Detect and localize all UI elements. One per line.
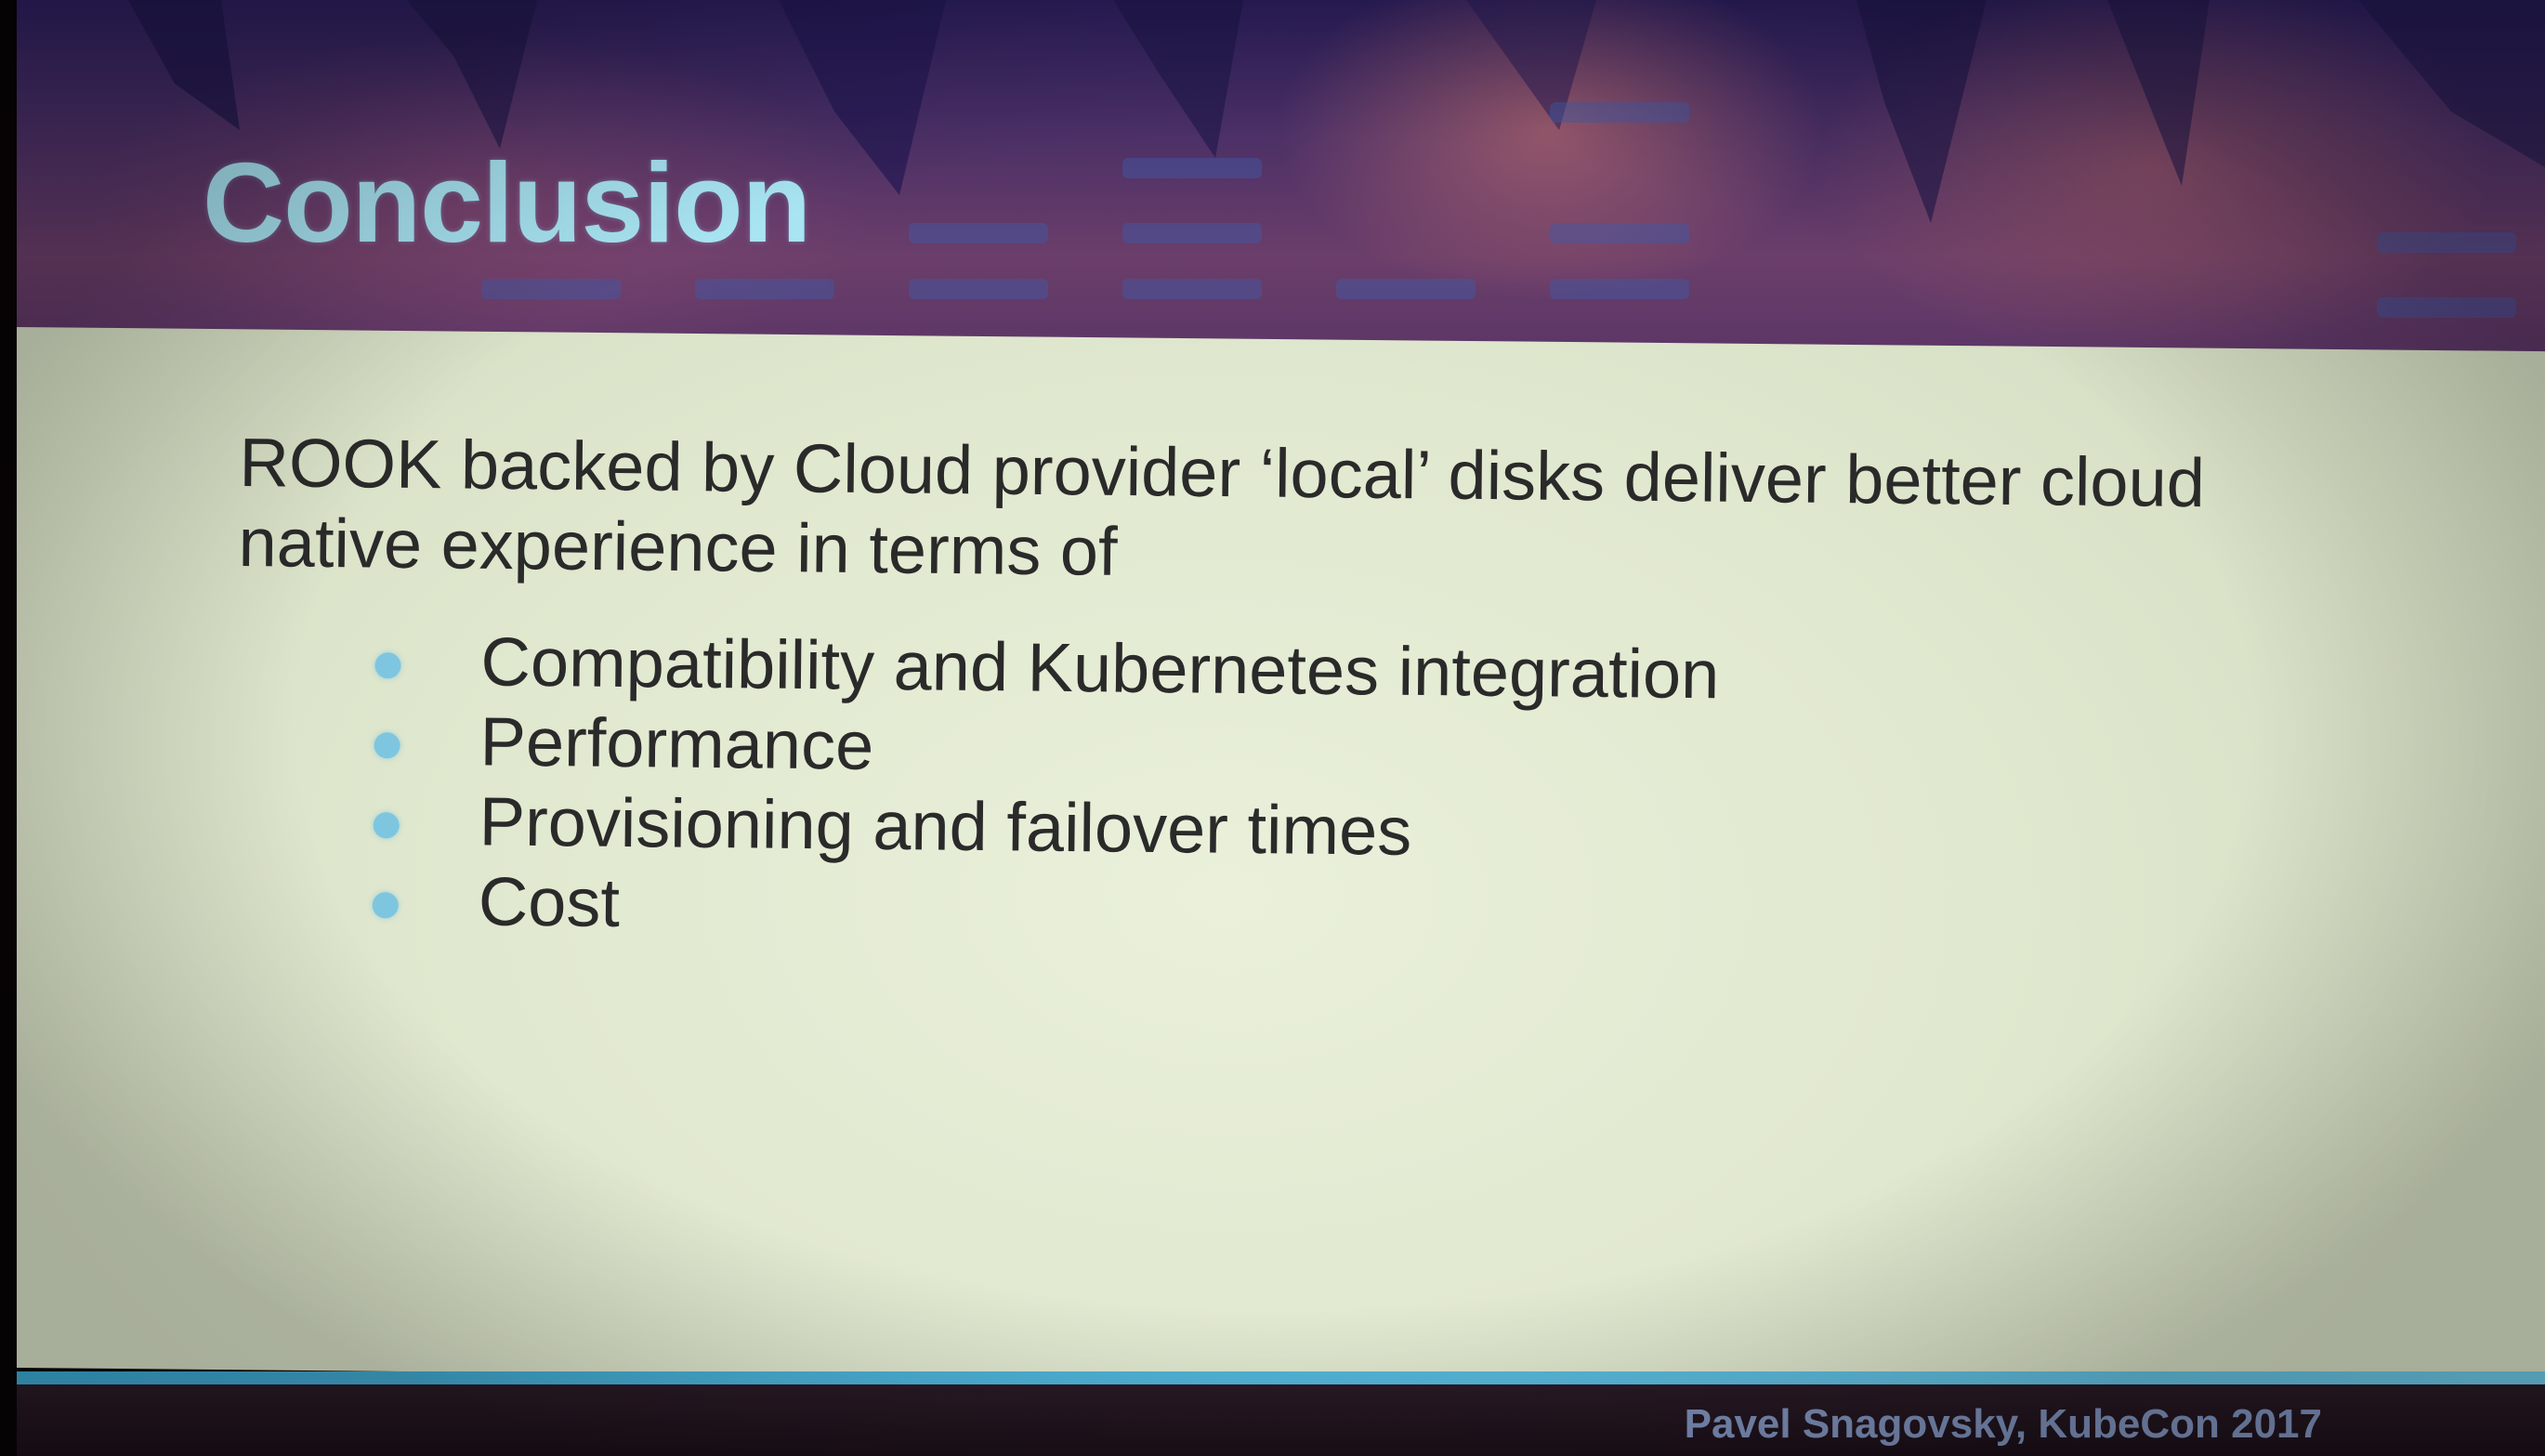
bullet-text: Provisioning and failover times [479,782,1412,870]
slide-footer-band [17,1384,2545,1456]
slide-accent-line [17,1371,2545,1384]
bullet-dot-icon [373,812,400,839]
bullet-text: Cost [478,862,621,941]
bullet-dot-icon [372,892,399,919]
intro-text: ROOK backed by Cloud provider ‘local’ di… [238,423,2206,590]
header-background-shapes [128,0,2545,318]
slide: Conclusion ROOK backed by Cloud provider… [17,0,2545,1456]
bullet-item: Performance [359,701,1719,794]
bullet-text: Compatibility and Kubernetes integration [480,623,1720,714]
bullet-dot-icon [374,732,400,759]
bullet-text: Performance [479,702,874,784]
bullet-item: Compatibility and Kubernetes integration [360,621,1720,715]
bullet-list: Compatibility and Kubernetes integration… [357,621,1720,954]
slide-footer-credit: Pavel Snagovsky, KubeCon 2017 [1684,1401,2322,1447]
slide-title: Conclusion [203,139,811,266]
bullet-dot-icon [374,652,401,679]
bullet-item: Provisioning and failover times [358,780,1718,874]
bullet-item: Cost [357,860,1717,954]
slide-header-band: Conclusion [17,0,2545,367]
